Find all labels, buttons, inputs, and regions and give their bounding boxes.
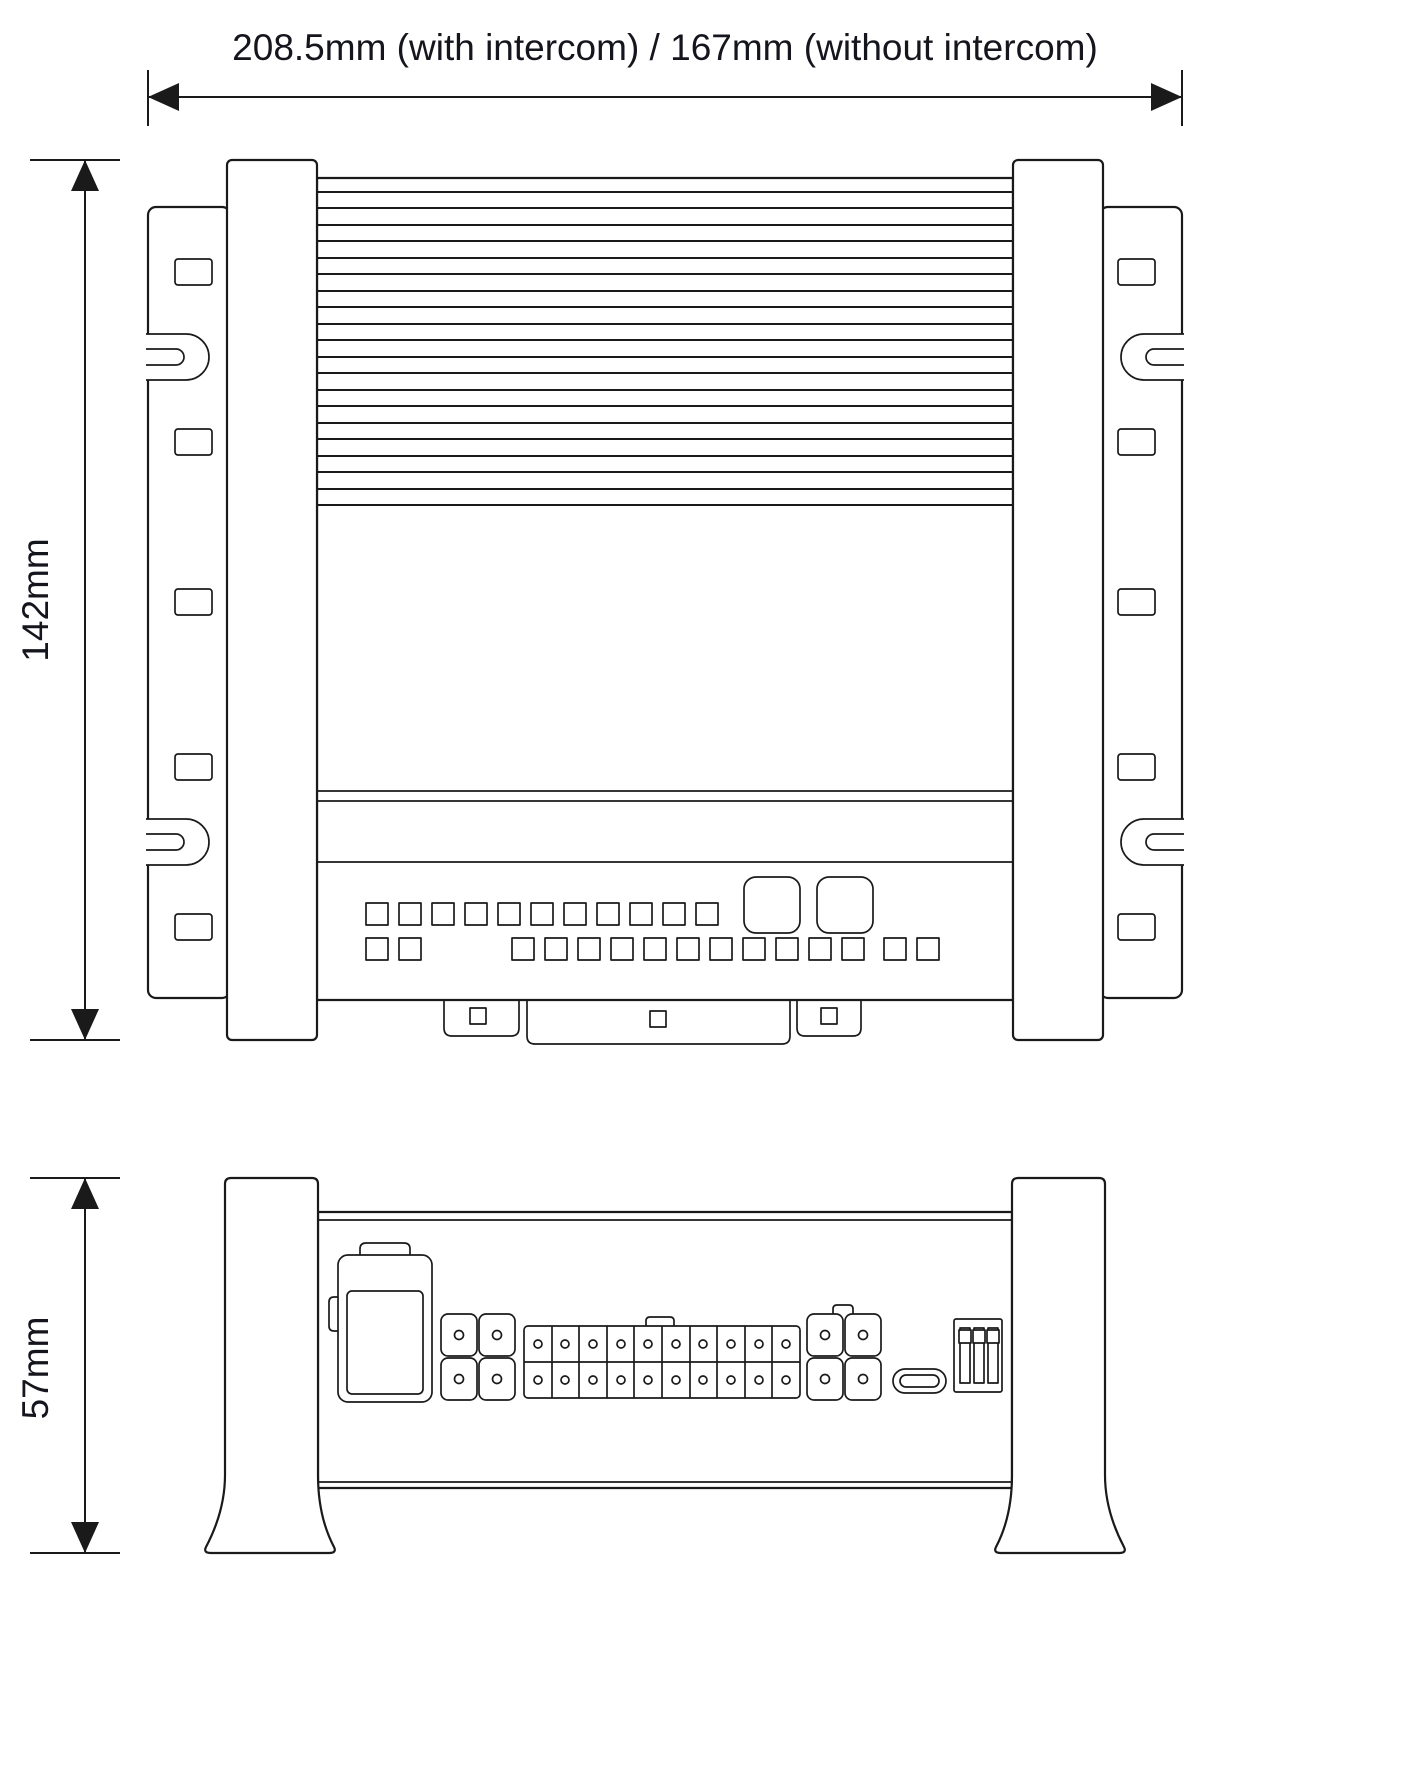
connector-20pin — [523, 1316, 801, 1399]
front-body-edge-lines — [318, 1219, 1012, 1483]
height-dimension: 142mm — [15, 159, 120, 1041]
dip-switch — [953, 1318, 1003, 1393]
keyhole-slots-right — [1120, 333, 1184, 866]
connector-4pin-left — [440, 1313, 516, 1401]
arrow-up-icon — [71, 1178, 99, 1209]
left-mounting-flange — [146, 205, 232, 1000]
tab-right — [796, 1000, 862, 1037]
panel-edge-lines — [317, 790, 1013, 863]
connector-latch — [359, 1242, 411, 1255]
front-view — [204, 1176, 1126, 1555]
left-foot — [204, 1176, 336, 1555]
keyhole-slots-left — [146, 333, 210, 866]
right-mounting-flange — [1098, 205, 1184, 1000]
panel-square-row-top — [365, 902, 719, 926]
power-connector — [328, 1242, 433, 1403]
arrow-down-icon — [71, 1522, 99, 1553]
left-rail — [225, 158, 319, 1042]
depth-dimension-label: 57mm — [15, 1317, 56, 1420]
panel-button-left — [743, 876, 801, 934]
panel-button-right — [816, 876, 874, 934]
mounting-slots-left — [174, 258, 213, 941]
width-dimension-label: 208.5mm (with intercom) / 167mm (without… — [232, 27, 1098, 68]
arrow-right-icon — [1151, 83, 1182, 111]
mounting-slots-right — [1117, 258, 1156, 941]
panel-square-row-bottom — [365, 937, 940, 961]
height-dimension-label: 142mm — [15, 538, 56, 661]
arrow-down-icon — [71, 1009, 99, 1040]
connector-side-tab — [328, 1296, 338, 1332]
arrow-up-icon — [71, 160, 99, 191]
right-rail — [1011, 158, 1105, 1042]
top-view — [146, 158, 1184, 1045]
heatsink-fins — [317, 191, 1013, 506]
pin-holes — [533, 1339, 791, 1385]
connector-latch — [645, 1316, 675, 1326]
chassis-body — [315, 176, 1015, 1002]
tab-center — [526, 1000, 791, 1045]
bottom-tabs — [443, 1000, 862, 1045]
arrow-left-icon — [148, 83, 179, 111]
width-dimension: 208.5mm (with intercom) / 167mm (without… — [147, 27, 1183, 126]
tab-left — [443, 1000, 520, 1037]
connector-4pin-right — [806, 1304, 882, 1401]
tab-holes — [469, 1007, 838, 1028]
connector-latch — [832, 1304, 854, 1314]
depth-dimension: 57mm — [15, 1177, 120, 1554]
usb-port — [892, 1368, 947, 1394]
right-foot — [994, 1176, 1126, 1555]
pin-grid — [524, 1326, 800, 1398]
